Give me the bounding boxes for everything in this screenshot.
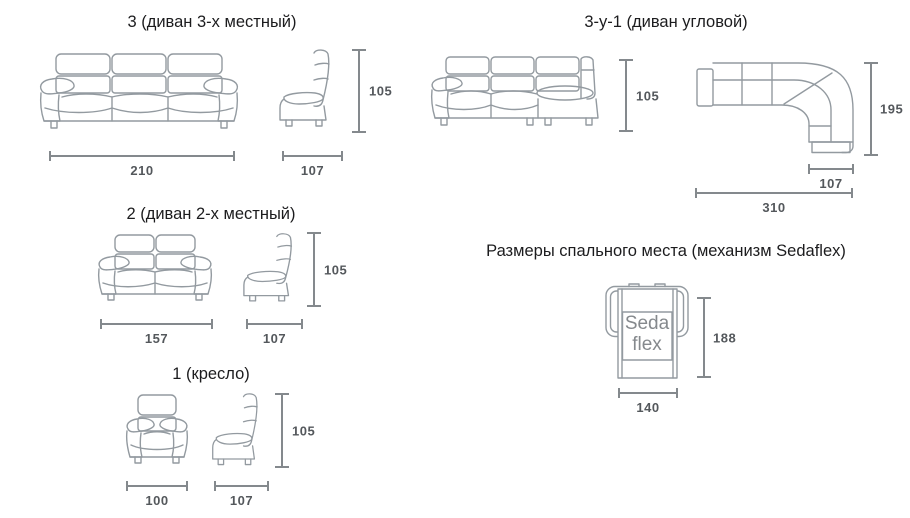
corner-front-height-dimension: 105 [619,59,659,132]
dimension-line [808,164,854,174]
sedaflex-label-line1: Seda [625,313,670,334]
sofa3-depth-dimension: 107 [282,151,343,178]
corner-depth-dimension: 107 [808,164,854,191]
sleeping-width-dimension: 140 [618,388,678,415]
dimension-line [275,393,289,468]
dimension-line [49,151,235,161]
corner-sofa-title: 3-у-1 (диван угловой) [584,13,748,31]
dimension-line [307,232,321,307]
dimension-value: 107 [262,331,287,346]
sedaflex-bed-frame [617,288,678,379]
sofa3-title: 3 (диван 3-х местный) [127,13,297,31]
dimension-line [619,59,633,132]
corner-top-lines [696,62,854,154]
dimension-line [100,319,213,329]
dimension-line [126,481,188,491]
armchair-height-dimension: 105 [275,393,315,468]
sofa2-height-dimension: 105 [307,232,347,307]
sofa2-width-dimension: 157 [100,319,213,346]
dimension-line [618,388,678,398]
armchair-width-dimension: 100 [126,481,188,508]
corner-front-lines [430,56,599,126]
dimension-value: 107 [229,493,254,508]
armchair-title: 1 (кресло) [172,365,250,383]
dimension-value: 157 [144,331,169,346]
sofa2-side-view-drawing [243,233,293,302]
dimension-value: 140 [636,400,660,415]
sofa3-front-view-drawing [39,53,239,129]
dimension-line [864,62,878,156]
sleeping-length-dimension: 188 [697,297,736,378]
dimension-value: 107 [300,163,325,178]
corner-total-length-dimension: 310 [695,188,853,215]
sofa3-front-lines [39,53,239,129]
sofa3-side-lines [279,49,330,127]
sedaflex-label-line2: flex [632,334,662,355]
armchair-side-lines [212,393,258,466]
corner-sofa-top-view-drawing [696,62,854,154]
dimension-value: 107 [819,176,843,191]
sedaflex-top-view-drawing: Seda flex [605,283,689,379]
dimension-value: 188 [713,330,737,345]
sleeping-place-title: Размеры спального места (механизм Sedafl… [486,242,846,260]
armchair-depth-dimension: 107 [214,481,269,508]
dimension-value: 105 [369,83,393,99]
dimension-line [246,319,303,329]
dimension-value: 105 [292,423,316,438]
dimension-line [282,151,343,161]
armchair-front-view-drawing [125,394,189,464]
sofa2-depth-dimension: 107 [246,319,303,346]
dimension-line [214,481,269,491]
dimension-value: 210 [130,163,154,178]
sofa3-width-dimension: 210 [49,151,235,178]
dimension-line [695,188,853,198]
armchair-front-lines [125,394,189,464]
corner-top-length-dimension: 195 [864,62,903,156]
sofa2-title: 2 (диван 2-х местный) [126,205,296,223]
sofa3-height-dimension: 105 [352,49,392,133]
sofa2-front-view-drawing [97,234,213,301]
dimension-value: 310 [762,200,786,215]
dimension-value: 105 [636,88,660,103]
sofa2-front-lines [97,234,213,301]
dimension-value: 100 [145,493,169,508]
corner-sofa-front-view-drawing [430,56,599,126]
dimension-value: 105 [324,262,348,277]
armchair-side-view-drawing [212,393,258,466]
sofa2-side-lines [243,233,293,302]
sofa3-side-view-drawing [279,49,330,127]
dimension-line [697,297,711,378]
dimension-line [352,49,366,133]
dimension-value: 195 [880,101,904,117]
sedaflex-bed-lines [621,288,674,379]
